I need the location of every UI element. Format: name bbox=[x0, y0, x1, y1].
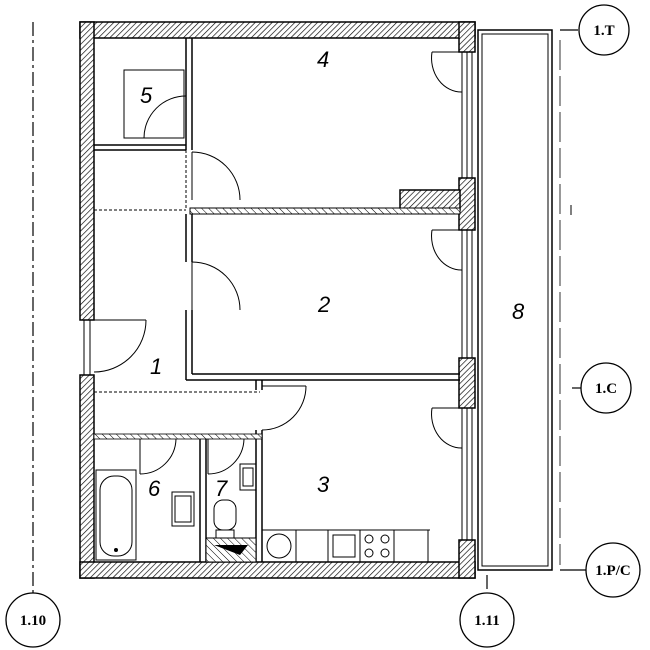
entrance-left bbox=[83, 320, 91, 375]
room-label-8: 8 bbox=[512, 299, 525, 324]
grid-marker-110: 1.10 bbox=[5, 592, 61, 648]
room-label-1: 1 bbox=[150, 354, 162, 379]
grid-axes bbox=[32, 22, 586, 598]
bath-sink bbox=[171, 491, 195, 527]
grid-marker-111: 1.11 bbox=[459, 592, 515, 648]
toilet bbox=[213, 499, 237, 531]
svg-text:1.10: 1.10 bbox=[20, 613, 46, 629]
doors bbox=[93, 51, 463, 475]
bathtub bbox=[95, 469, 137, 561]
wc-sink bbox=[239, 463, 257, 491]
svg-text:1.11: 1.11 bbox=[474, 613, 499, 629]
balcony bbox=[477, 29, 553, 571]
exterior-walls bbox=[79, 21, 476, 579]
stove bbox=[359, 529, 395, 563]
svg-text:1.C: 1.C bbox=[595, 381, 617, 397]
room-label-4: 4 bbox=[317, 47, 329, 72]
room-label-6: 6 bbox=[148, 476, 161, 501]
windows-right bbox=[461, 51, 473, 541]
grid-marker-1t: 1.T bbox=[578, 4, 630, 56]
svg-text:1.P/C: 1.P/C bbox=[595, 563, 630, 579]
interior-walls bbox=[93, 38, 461, 562]
room-label-7: 7 bbox=[215, 476, 228, 501]
room-labels: 1 2 3 4 5 6 7 8 bbox=[140, 47, 525, 501]
room-label-5: 5 bbox=[140, 83, 153, 108]
room-label-3: 3 bbox=[317, 472, 330, 497]
svg-text:1.T: 1.T bbox=[593, 23, 614, 39]
room-label-2: 2 bbox=[317, 292, 330, 317]
fixtures bbox=[95, 463, 430, 563]
grid-marker-1pc: 1.P/C bbox=[585, 542, 641, 598]
washing-machine bbox=[266, 533, 292, 559]
grid-marker-1c: 1.C bbox=[580, 362, 632, 414]
